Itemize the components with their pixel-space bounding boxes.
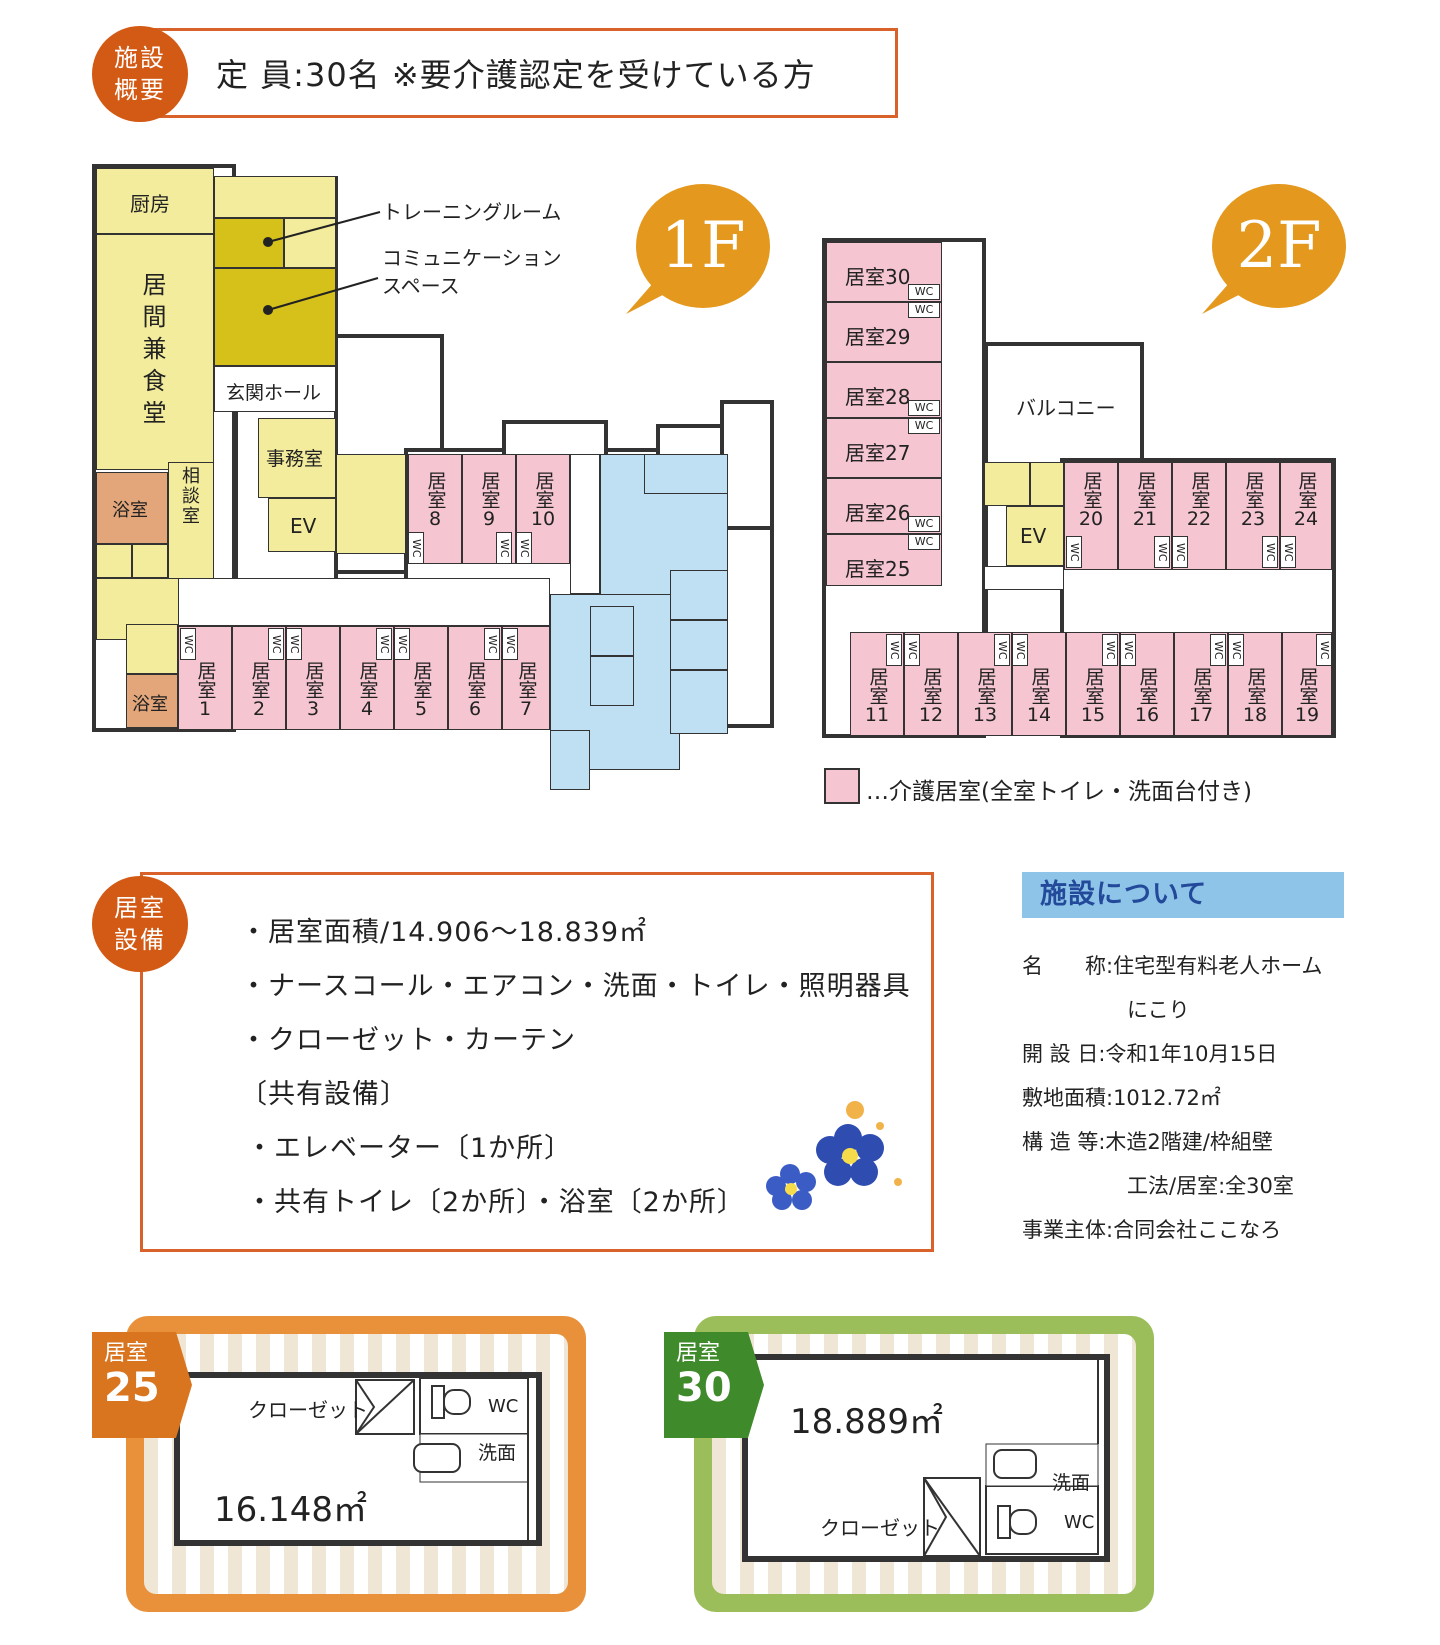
community-callout-2: スペース <box>382 274 460 298</box>
unit30-sink-label: 洗面 <box>1052 1472 1091 1494</box>
unit25-fixtures <box>355 1377 529 1546</box>
unit25-tag-text: 居室 25 <box>104 1341 160 1412</box>
equipment-line: ・クローゼット・カーテン <box>240 1025 576 1056</box>
care-room-21[interactable]: 居室 21 <box>1118 462 1172 570</box>
equipment-line: ・ナースコール・エアコン・洗面・トイレ・照明器具 <box>240 971 911 1002</box>
wc-icon: WC <box>886 634 902 666</box>
wc-icon: WC <box>268 628 284 660</box>
office-label: 事務室 <box>266 448 324 470</box>
equipment-line: ・共有トイレ〔2か所〕・浴室〔2か所〕 <box>246 1187 745 1218</box>
about-heading: 施設について <box>1022 872 1344 918</box>
wc-icon: WC <box>908 418 940 434</box>
equipment-line: ・居室面積/14.906〜18.839㎡ <box>240 917 648 948</box>
wc-icon: WC <box>1228 634 1244 666</box>
equipment-line: ・エレベーター〔1か所〕 <box>246 1133 573 1164</box>
wc-icon: WC <box>1120 634 1136 666</box>
wc-icon: WC <box>394 628 410 660</box>
legend-text: …介護居室(全室トイレ・洗面台付き) <box>866 779 1252 805</box>
unit25-tag <box>92 1332 192 1438</box>
callout-lines <box>263 211 381 315</box>
unit25-closet-label: クローゼット <box>248 1398 368 1422</box>
wc-icon: WC <box>1262 536 1278 568</box>
unit30-tag-text: 居室 30 <box>676 1341 732 1412</box>
wc-icon: WC <box>1172 536 1188 568</box>
unit30-wc-label: WC <box>1064 1512 1095 1533</box>
equipment-badge: 居室 設備 <box>92 876 188 972</box>
flower-icon <box>766 1101 902 1210</box>
wc-icon: WC <box>904 634 920 666</box>
training-callout: トレーニングルーム <box>382 200 562 224</box>
unit25-sink-label: 洗面 <box>478 1442 517 1464</box>
about-line: 名 称:住宅型有料老人ホーム <box>1022 954 1323 978</box>
floor2-plan: 居室30 居室29 居室28 居室27 居室26 居室25 WC WC WC W… <box>0 0 1440 820</box>
balcony-label: バルコニー <box>1016 396 1116 420</box>
bath2-label: 浴室 <box>132 694 168 715</box>
unit25-wc-label: WC <box>488 1396 519 1417</box>
wc-icon: WC <box>502 628 518 660</box>
ev2-label: EV <box>1020 524 1047 548</box>
unit30-area: 18.889㎡ <box>790 1402 943 1442</box>
ev1-label: EV <box>290 514 317 538</box>
bath1-label: 浴室 <box>112 500 148 521</box>
care-room-6[interactable]: 居室 6 <box>448 626 502 730</box>
wc-icon: WC <box>908 302 940 318</box>
wc-icon: WC <box>1066 536 1082 568</box>
care-room-11[interactable]: 居室 11 <box>850 632 904 736</box>
about-line: 敷地面積:1012.72㎡ <box>1022 1086 1221 1110</box>
care-room-23[interactable]: 居室 23 <box>1226 462 1280 570</box>
wc-icon: WC <box>1154 536 1170 568</box>
wc-icon: WC <box>1316 634 1332 666</box>
care-room-22[interactable]: 居室 22 <box>1172 462 1226 570</box>
floor1-plan: 厨房 居間兼食堂 相談室 浴室 浴室 玄関ホール 事務室 EV トレーニングルー… <box>0 0 800 820</box>
equipment-box <box>140 872 934 1252</box>
community-callout-1: コミュニケーション <box>382 246 562 270</box>
entrance-label: 玄関ホール <box>226 382 322 404</box>
wc-icon: WC <box>908 284 940 300</box>
unit30-closet-label: クローゼット <box>820 1516 940 1540</box>
legend-swatch <box>824 768 860 804</box>
about-line: 構 造 等:木造2階建/枠組壁 <box>1022 1130 1273 1154</box>
wc-icon: WC <box>1210 634 1226 666</box>
care-room-1[interactable]: 居室 1 <box>178 626 232 730</box>
wc-icon: WC <box>286 628 302 660</box>
wc-icon: WC <box>180 628 196 660</box>
unit25-area: 16.148㎡ <box>214 1490 367 1530</box>
wc-icon: WC <box>408 532 424 564</box>
wc-icon: WC <box>908 534 940 550</box>
about-line: 事業主体:合同会社ここなろ <box>1022 1218 1282 1242</box>
capacity-text: 定 員:30名 ※要介護認定を受けている方 <box>216 56 816 94</box>
care-room-3[interactable]: 居室 3 <box>286 626 340 730</box>
wc-icon: WC <box>908 516 940 532</box>
wc-icon: WC <box>496 532 512 564</box>
equipment-line: 〔共有設備〕 <box>240 1079 408 1110</box>
about-line: 開 設 日:令和1年10月15日 <box>1022 1042 1278 1066</box>
wc-icon: WC <box>994 634 1010 666</box>
wc-icon: WC <box>376 628 392 660</box>
unit30-tag <box>664 1332 764 1438</box>
wc-icon: WC <box>1012 634 1028 666</box>
wc-icon: WC <box>1280 536 1296 568</box>
wc-icon: WC <box>516 532 532 564</box>
overview-badge: 施設 概要 <box>92 26 188 122</box>
about-line: 工法/居室:全30室 <box>1022 1174 1294 1198</box>
care-room-28[interactable]: 居室28 <box>826 362 942 418</box>
wc-icon: WC <box>1102 634 1118 666</box>
consult-label: 相談室 <box>179 466 200 526</box>
wc-icon: WC <box>484 628 500 660</box>
kitchen-label: 厨房 <box>130 192 170 216</box>
living-label: 居間兼食堂 <box>138 272 166 432</box>
unit30-fixtures <box>923 1354 1099 1557</box>
about-line: にこり <box>1022 998 1190 1022</box>
wc-icon: WC <box>908 400 940 416</box>
